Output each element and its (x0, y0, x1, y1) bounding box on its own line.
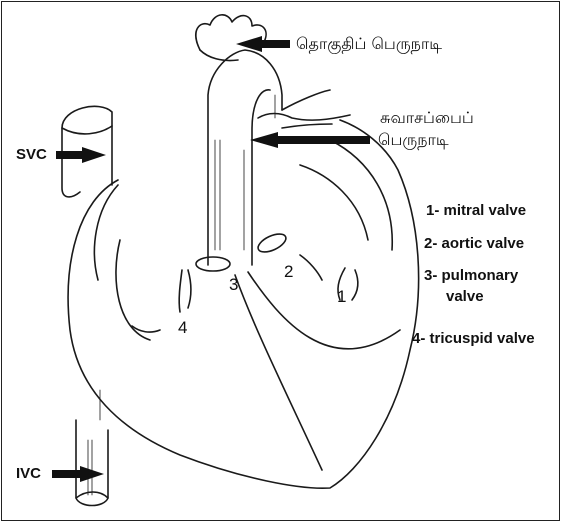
pulmonary-trunk-label-line2: பெருநாடி (378, 130, 449, 151)
septum (235, 275, 322, 470)
arrow-pulmonary-trunk (250, 132, 370, 148)
arrow-svc (56, 147, 106, 163)
arrow-ivc (52, 466, 104, 482)
aorta (208, 50, 282, 265)
valve-number-2: 2 (284, 262, 293, 282)
pulmonary-trunk (282, 90, 332, 128)
aortic-valve (255, 230, 288, 255)
valve-number-1: 1 (337, 287, 346, 307)
aortic-arch-label: தொகுதிப் பெருநாடி (296, 34, 442, 55)
legend-item-aortic: 2- aortic valve (424, 235, 524, 252)
legend-item-mitral: 1- mitral valve (426, 202, 526, 219)
legend-item-pulmonary: 3- pulmonary (424, 267, 518, 284)
pulmonary-valve (196, 257, 230, 271)
tricuspid-valve (179, 270, 191, 312)
pulmonary-trunk-label-line1: சுவாசப்பைப் (380, 108, 474, 129)
svc-label: SVC (16, 146, 47, 163)
legend-item-pulmonary-line2: valve (446, 288, 484, 305)
legend-item-tricuspid: 4- tricuspid valve (412, 330, 535, 347)
valve-number-3: 3 (229, 275, 238, 295)
ivc-label: IVC (16, 465, 41, 482)
valve-number-4: 4 (178, 318, 187, 338)
